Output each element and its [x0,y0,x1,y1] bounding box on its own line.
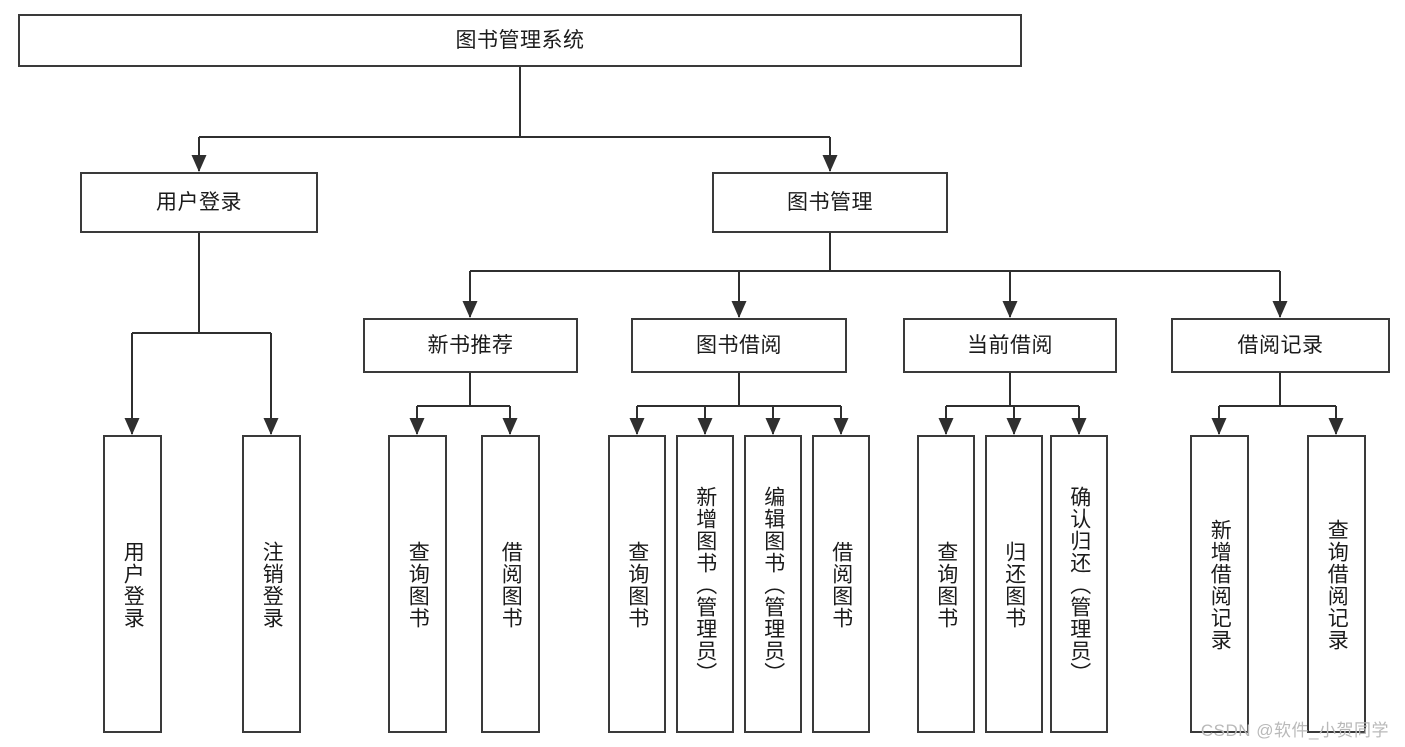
node-label: 新增图书（管理员） [693,486,717,684]
node-label: 归还图书 [1002,541,1026,629]
node-label: 确认归还（管理员） [1067,486,1091,684]
node-leaf-query-book-2[interactable]: 查询图书 [608,435,666,733]
node-leaf-user-login[interactable]: 用户登录 [103,435,162,733]
arrow-icon-borrow-record-to-leaves-0 [1211,418,1227,435]
arrow-icon-new-book-recommend-to-leaves-0 [409,418,425,435]
node-label: 图书管理 [787,190,873,214]
arrow-icon-current-borrow-to-leaves-1 [1006,418,1022,435]
node-label: 查询图书 [934,541,958,629]
node-label: 图书管理系统 [455,28,585,52]
arrow-icon-root-to-level1-0 [191,155,207,172]
arrow-icon-book-borrow-to-leaves-2 [765,418,781,435]
node-label: 查询借阅记录 [1325,519,1349,651]
node-label: 查询图书 [406,541,430,629]
arrow-icon-book-manage-to-level2-3 [1272,301,1288,318]
node-label: 用户登录 [121,541,145,629]
arrow-icon-book-borrow-to-leaves-3 [833,418,849,435]
arrow-icon-current-borrow-to-leaves-2 [1071,418,1087,435]
arrow-icon-borrow-record-to-leaves-1 [1328,418,1344,435]
arrow-icon-book-borrow-to-leaves-0 [629,418,645,435]
node-leaf-borrow-book-2[interactable]: 借阅图书 [812,435,870,733]
node-label: 借阅图书 [829,541,853,629]
node-borrow-record[interactable]: 借阅记录 [1171,318,1390,373]
arrow-icon-user-login-to-leaves-0 [124,418,140,435]
node-label: 用户登录 [156,190,242,214]
node-label: 借阅图书 [499,541,523,629]
node-leaf-query-record[interactable]: 查询借阅记录 [1307,435,1366,733]
node-label: 图书借阅 [696,333,782,357]
node-label: 查询图书 [625,541,649,629]
node-leaf-edit-book[interactable]: 编辑图书（管理员） [744,435,802,733]
node-book-manage[interactable]: 图书管理 [712,172,948,233]
node-new-book-recommend[interactable]: 新书推荐 [363,318,578,373]
arrow-icon-book-borrow-to-leaves-1 [697,418,713,435]
node-user-login[interactable]: 用户登录 [80,172,318,233]
arrow-icon-book-manage-to-level2-0 [462,301,478,318]
node-leaf-add-book[interactable]: 新增图书（管理员） [676,435,734,733]
arrow-icon-user-login-to-leaves-1 [263,418,279,435]
node-label: 当前借阅 [967,333,1053,357]
node-label: 编辑图书（管理员） [761,486,785,684]
node-label: 借阅记录 [1237,333,1324,357]
node-leaf-query-book-1[interactable]: 查询图书 [388,435,447,733]
node-leaf-logout[interactable]: 注销登录 [242,435,301,733]
node-label: 新书推荐 [427,333,514,357]
node-current-borrow[interactable]: 当前借阅 [903,318,1117,373]
arrow-icon-new-book-recommend-to-leaves-1 [502,418,518,435]
node-root[interactable]: 图书管理系统 [18,14,1022,67]
node-leaf-return-book[interactable]: 归还图书 [985,435,1043,733]
node-leaf-borrow-book-1[interactable]: 借阅图书 [481,435,540,733]
node-book-borrow[interactable]: 图书借阅 [631,318,847,373]
node-label: 新增借阅记录 [1208,519,1232,651]
arrow-icon-current-borrow-to-leaves-0 [938,418,954,435]
arrow-icon-book-manage-to-level2-1 [731,301,747,318]
arrow-icon-root-to-level1-1 [822,155,838,172]
node-leaf-query-book-3[interactable]: 查询图书 [917,435,975,733]
node-label: 注销登录 [260,541,284,629]
node-leaf-add-record[interactable]: 新增借阅记录 [1190,435,1249,733]
node-leaf-confirm-return[interactable]: 确认归还（管理员） [1050,435,1108,733]
arrow-icon-book-manage-to-level2-2 [1002,301,1018,318]
